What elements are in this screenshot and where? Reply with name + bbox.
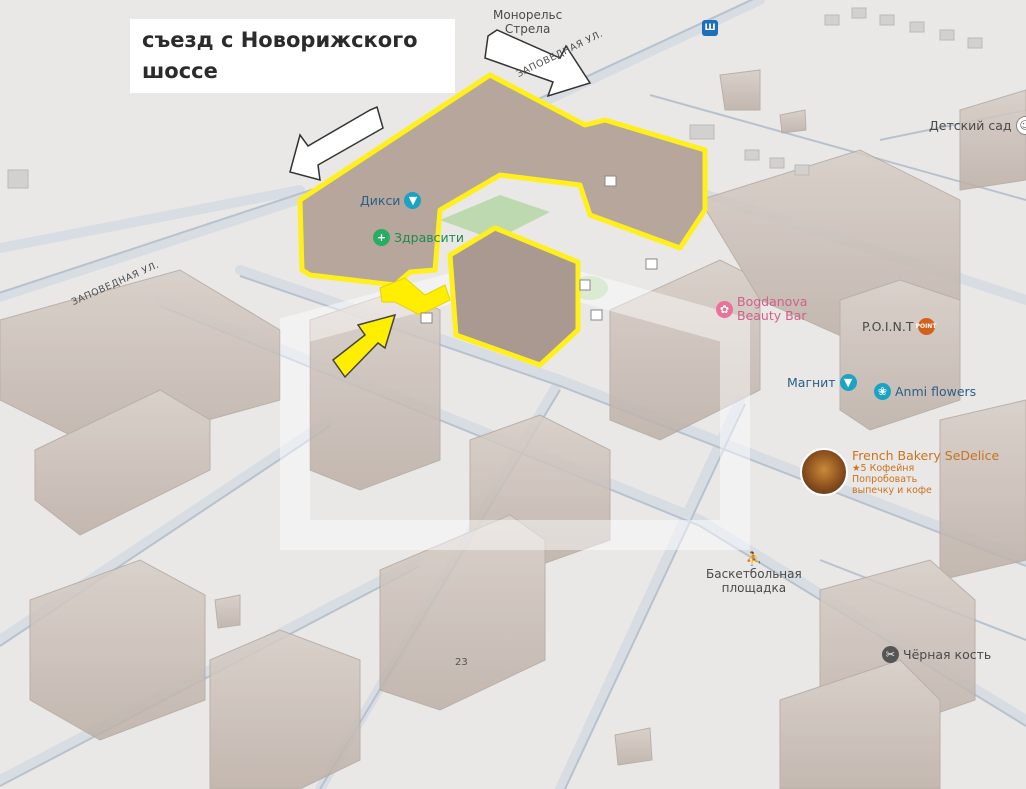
caption-line-1: съезд с Новорижского [142, 28, 418, 52]
poi-magnit[interactable]: Магнит ▼ [787, 374, 857, 391]
poi-basketball-line2: площадка [721, 581, 787, 595]
poi-diksi-label: Дикси [360, 193, 401, 208]
poi-diksi[interactable]: Дикси ▼ [360, 192, 422, 209]
poi-kindergarten[interactable]: Детский сад ☺ [929, 116, 1026, 135]
bakery-photo-icon [800, 448, 848, 496]
arrow-from-highway-left [289, 105, 384, 182]
poi-bakery-name: French Bakery SeDelice [852, 448, 1000, 463]
poi-bakery[interactable]: French Bakery SeDelice ★5 Кофейня Попроб… [800, 448, 999, 496]
poi-basketball[interactable]: ⛹ Баскетбольная площадка [706, 552, 802, 596]
poi-monorail-line2: Стрела [504, 22, 551, 36]
arrows [289, 29, 592, 379]
poi-bogdanova-line2: Beauty Bar [737, 308, 807, 323]
poi-bogdanova[interactable]: ✿ Bogdanova Beauty Bar [716, 295, 807, 323]
poi-black-bone[interactable]: ✂ Чёрная кость [882, 646, 991, 663]
poi-anmi[interactable]: ❀ Anmi flowers [874, 383, 976, 400]
caption-line-2: шоссе [142, 59, 218, 83]
beauty-salon-icon: ✿ [716, 300, 733, 318]
monorail-icon: Ш [702, 20, 718, 36]
small-houses [7, 7, 983, 189]
highlighted-building[interactable] [297, 72, 708, 368]
poi-zdravsiti[interactable]: + Здравсити [373, 229, 464, 246]
barbershop-icon: ✂ [882, 646, 899, 663]
poi-monorail[interactable]: Монорельс Стрела [493, 8, 562, 36]
basketball-court-icon: ⛹ [745, 552, 762, 567]
poi-bakery-line3: Попробовать [852, 474, 918, 485]
background-buildings [0, 69, 1026, 789]
shopping-basket-icon: ▼ [839, 374, 857, 391]
poi-monorail-line1: Монорельс [493, 8, 563, 22]
entrance-arrow [331, 313, 397, 379]
pharmacy-cross-icon: + [373, 229, 390, 246]
poi-anmi-label: Anmi flowers [895, 384, 977, 399]
poi-zdravsiti-label: Здравсити [394, 230, 465, 245]
monorail-station-badge[interactable]: Ш [702, 20, 718, 36]
poi-kindergarten-label: Детский сад [929, 118, 1012, 133]
kindergarten-icon: ☺ [1015, 116, 1026, 135]
poi-bakery-line4: выпечку и кофе [852, 485, 932, 496]
poi-point-label: P.O.I.N.T [862, 319, 914, 334]
poi-magnit-label: Магнит [787, 375, 836, 390]
caption-box: съезд с Новорижского шоссе [130, 19, 455, 93]
arrow-from-highway-top [484, 29, 592, 98]
house-number: 23 [455, 657, 468, 668]
poi-bogdanova-line1: Bogdanova [737, 294, 808, 309]
shopping-basket-icon: ▼ [404, 192, 422, 209]
poi-basketball-line1: Баскетбольная [706, 567, 802, 581]
poi-black-bone-label: Чёрная кость [903, 647, 992, 662]
entrance-markers [420, 175, 658, 324]
poi-bakery-rating: ★5 Кофейня [852, 463, 915, 474]
poi-point[interactable]: P.O.I.N.T POINT [862, 318, 936, 335]
flower-shop-icon: ❀ [874, 383, 891, 400]
cafe-logo-icon: POINT [916, 318, 936, 335]
